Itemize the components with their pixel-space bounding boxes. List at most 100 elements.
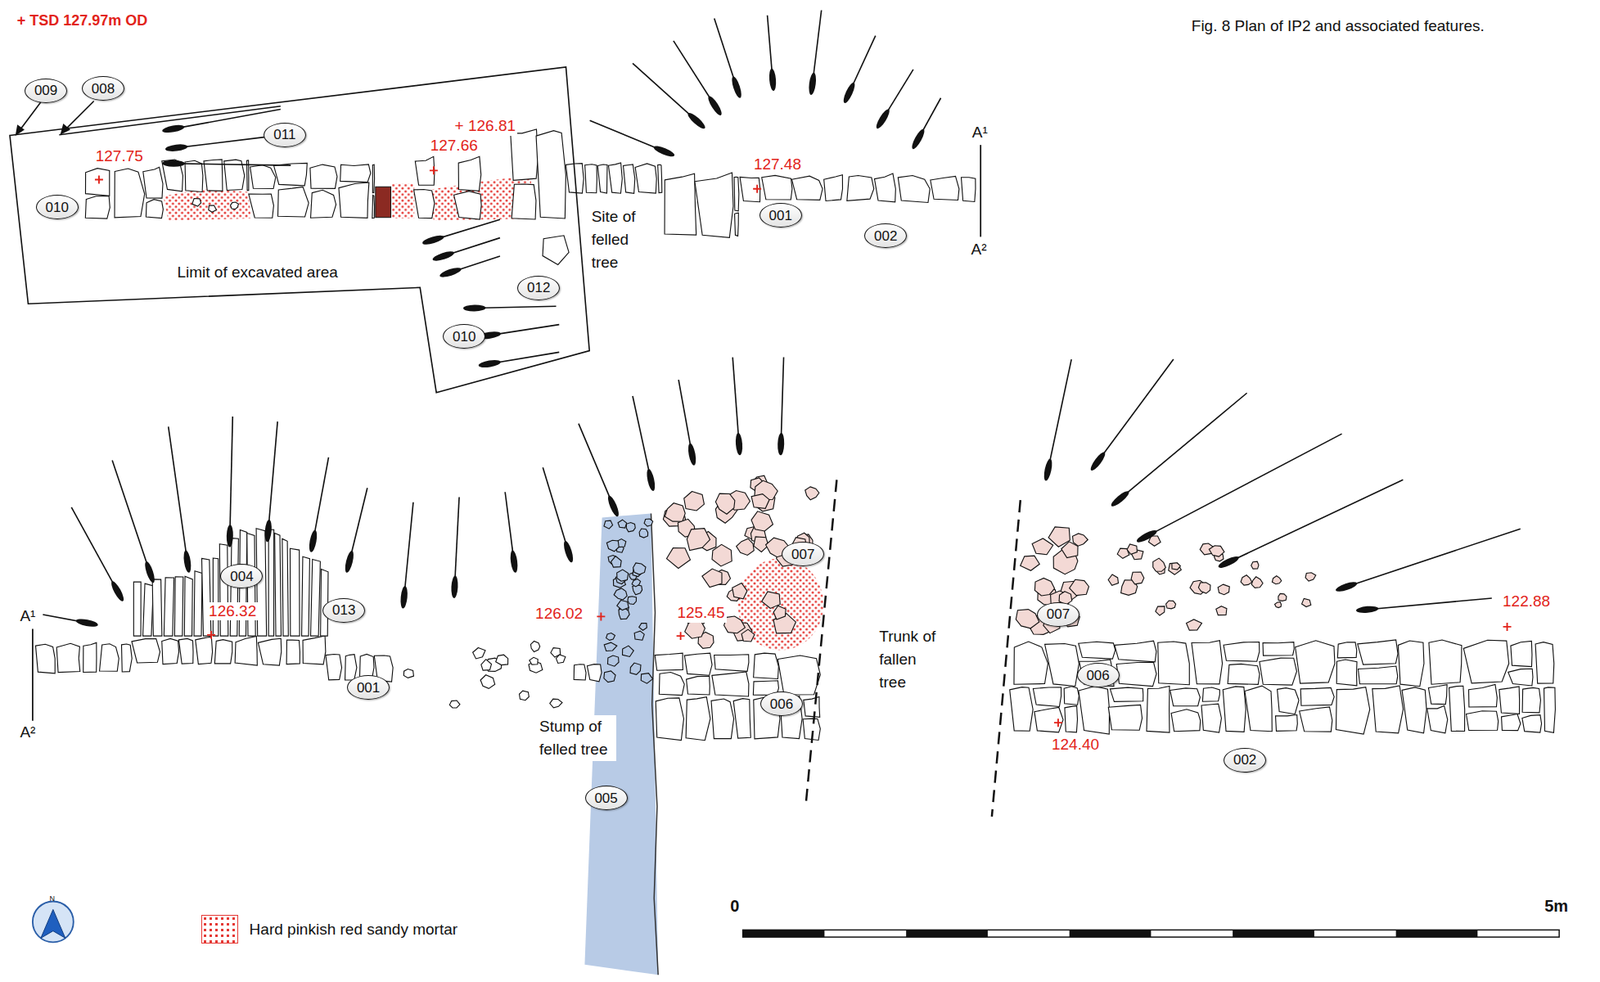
stone bbox=[684, 491, 705, 510]
context-callout: 007 bbox=[781, 541, 825, 567]
level-cross bbox=[429, 166, 438, 175]
stone bbox=[1015, 609, 1039, 629]
stone bbox=[686, 528, 710, 551]
stone bbox=[1336, 659, 1357, 686]
stone bbox=[1535, 642, 1555, 685]
hachure-head bbox=[910, 127, 927, 151]
stone bbox=[121, 644, 132, 672]
hachure-head bbox=[182, 549, 193, 573]
stone bbox=[302, 635, 326, 665]
stone bbox=[1300, 687, 1335, 706]
note-label: Site of felled tree bbox=[590, 205, 646, 275]
stone bbox=[1302, 598, 1312, 607]
context-callout: 001 bbox=[759, 202, 803, 228]
note-label: Stump of felled tree bbox=[537, 715, 617, 762]
stone bbox=[1032, 687, 1061, 708]
level-label: 126.32 bbox=[207, 602, 258, 622]
stone bbox=[733, 698, 751, 740]
stone bbox=[248, 193, 275, 218]
context-callout: 007 bbox=[1036, 602, 1080, 627]
level-cross bbox=[207, 630, 216, 640]
stone bbox=[626, 522, 636, 532]
context-callout: 012 bbox=[517, 275, 560, 301]
stone bbox=[1034, 707, 1064, 732]
upright-stone bbox=[201, 558, 211, 636]
stone bbox=[597, 164, 608, 194]
stone bbox=[694, 172, 734, 238]
hachure-head bbox=[1042, 458, 1054, 483]
stone bbox=[1201, 703, 1222, 733]
stone bbox=[530, 640, 540, 652]
callout-number: 007 bbox=[1046, 607, 1070, 622]
stone bbox=[1131, 572, 1145, 585]
level-label: 127.75 bbox=[94, 147, 145, 167]
stone bbox=[162, 638, 180, 664]
stone bbox=[777, 655, 821, 695]
upright-stone bbox=[289, 548, 300, 636]
stone bbox=[773, 605, 786, 620]
hachure-head bbox=[874, 108, 892, 131]
stone bbox=[345, 654, 357, 681]
callout-number: 002 bbox=[874, 229, 897, 244]
stone bbox=[85, 196, 110, 220]
figure-caption: Fig. 8 Plan of IP2 and associated featur… bbox=[1189, 17, 1487, 37]
scale-segment bbox=[743, 929, 825, 938]
excavation-outline bbox=[9, 67, 590, 394]
hachure-head bbox=[421, 233, 446, 247]
callout-number: 013 bbox=[332, 603, 356, 618]
stone bbox=[1108, 704, 1142, 731]
section-label: A¹ bbox=[970, 123, 990, 143]
stone bbox=[603, 671, 616, 683]
context-callout: 006 bbox=[760, 691, 803, 717]
stone bbox=[1063, 686, 1079, 705]
stone bbox=[1508, 668, 1533, 686]
context-callout: 009 bbox=[24, 78, 68, 104]
stone bbox=[792, 175, 824, 200]
stone bbox=[85, 168, 109, 197]
stone bbox=[714, 654, 749, 672]
context-callout: 002 bbox=[1223, 748, 1267, 773]
stone bbox=[803, 696, 821, 717]
callout-number: 012 bbox=[527, 280, 550, 295]
stone bbox=[960, 177, 975, 203]
stone bbox=[1171, 709, 1201, 732]
stone bbox=[607, 655, 619, 667]
stone bbox=[732, 582, 748, 599]
stone bbox=[573, 664, 586, 681]
stone bbox=[1078, 686, 1110, 735]
stone bbox=[639, 623, 648, 631]
context-callout: 008 bbox=[81, 76, 125, 101]
stone bbox=[83, 642, 97, 672]
stone bbox=[585, 164, 598, 194]
stone bbox=[473, 647, 486, 659]
hachure-head bbox=[450, 575, 459, 599]
stone bbox=[278, 186, 310, 217]
stone bbox=[1064, 706, 1078, 733]
stone bbox=[1240, 575, 1253, 586]
level-label: 124.40 bbox=[1050, 735, 1101, 755]
stone bbox=[686, 676, 711, 695]
stone bbox=[622, 645, 635, 657]
callout-number: 007 bbox=[791, 547, 815, 562]
stone bbox=[1262, 642, 1294, 656]
hachures bbox=[42, 9, 1520, 628]
stone bbox=[208, 205, 217, 212]
stone bbox=[613, 588, 627, 600]
stone bbox=[1009, 687, 1033, 732]
scale-segment bbox=[1396, 929, 1479, 938]
hachure-head bbox=[399, 585, 409, 609]
stone bbox=[1222, 686, 1246, 733]
stone bbox=[1032, 538, 1054, 555]
stone bbox=[1208, 545, 1225, 557]
stone bbox=[603, 642, 618, 651]
stone bbox=[1275, 601, 1282, 608]
hachure-head bbox=[706, 94, 724, 117]
context-callout: 002 bbox=[864, 223, 907, 248]
stone bbox=[1186, 619, 1203, 631]
stone bbox=[664, 173, 697, 235]
stone bbox=[1191, 640, 1223, 685]
hachure-head bbox=[438, 265, 463, 280]
stone bbox=[403, 669, 414, 679]
upright-stone bbox=[274, 533, 282, 637]
